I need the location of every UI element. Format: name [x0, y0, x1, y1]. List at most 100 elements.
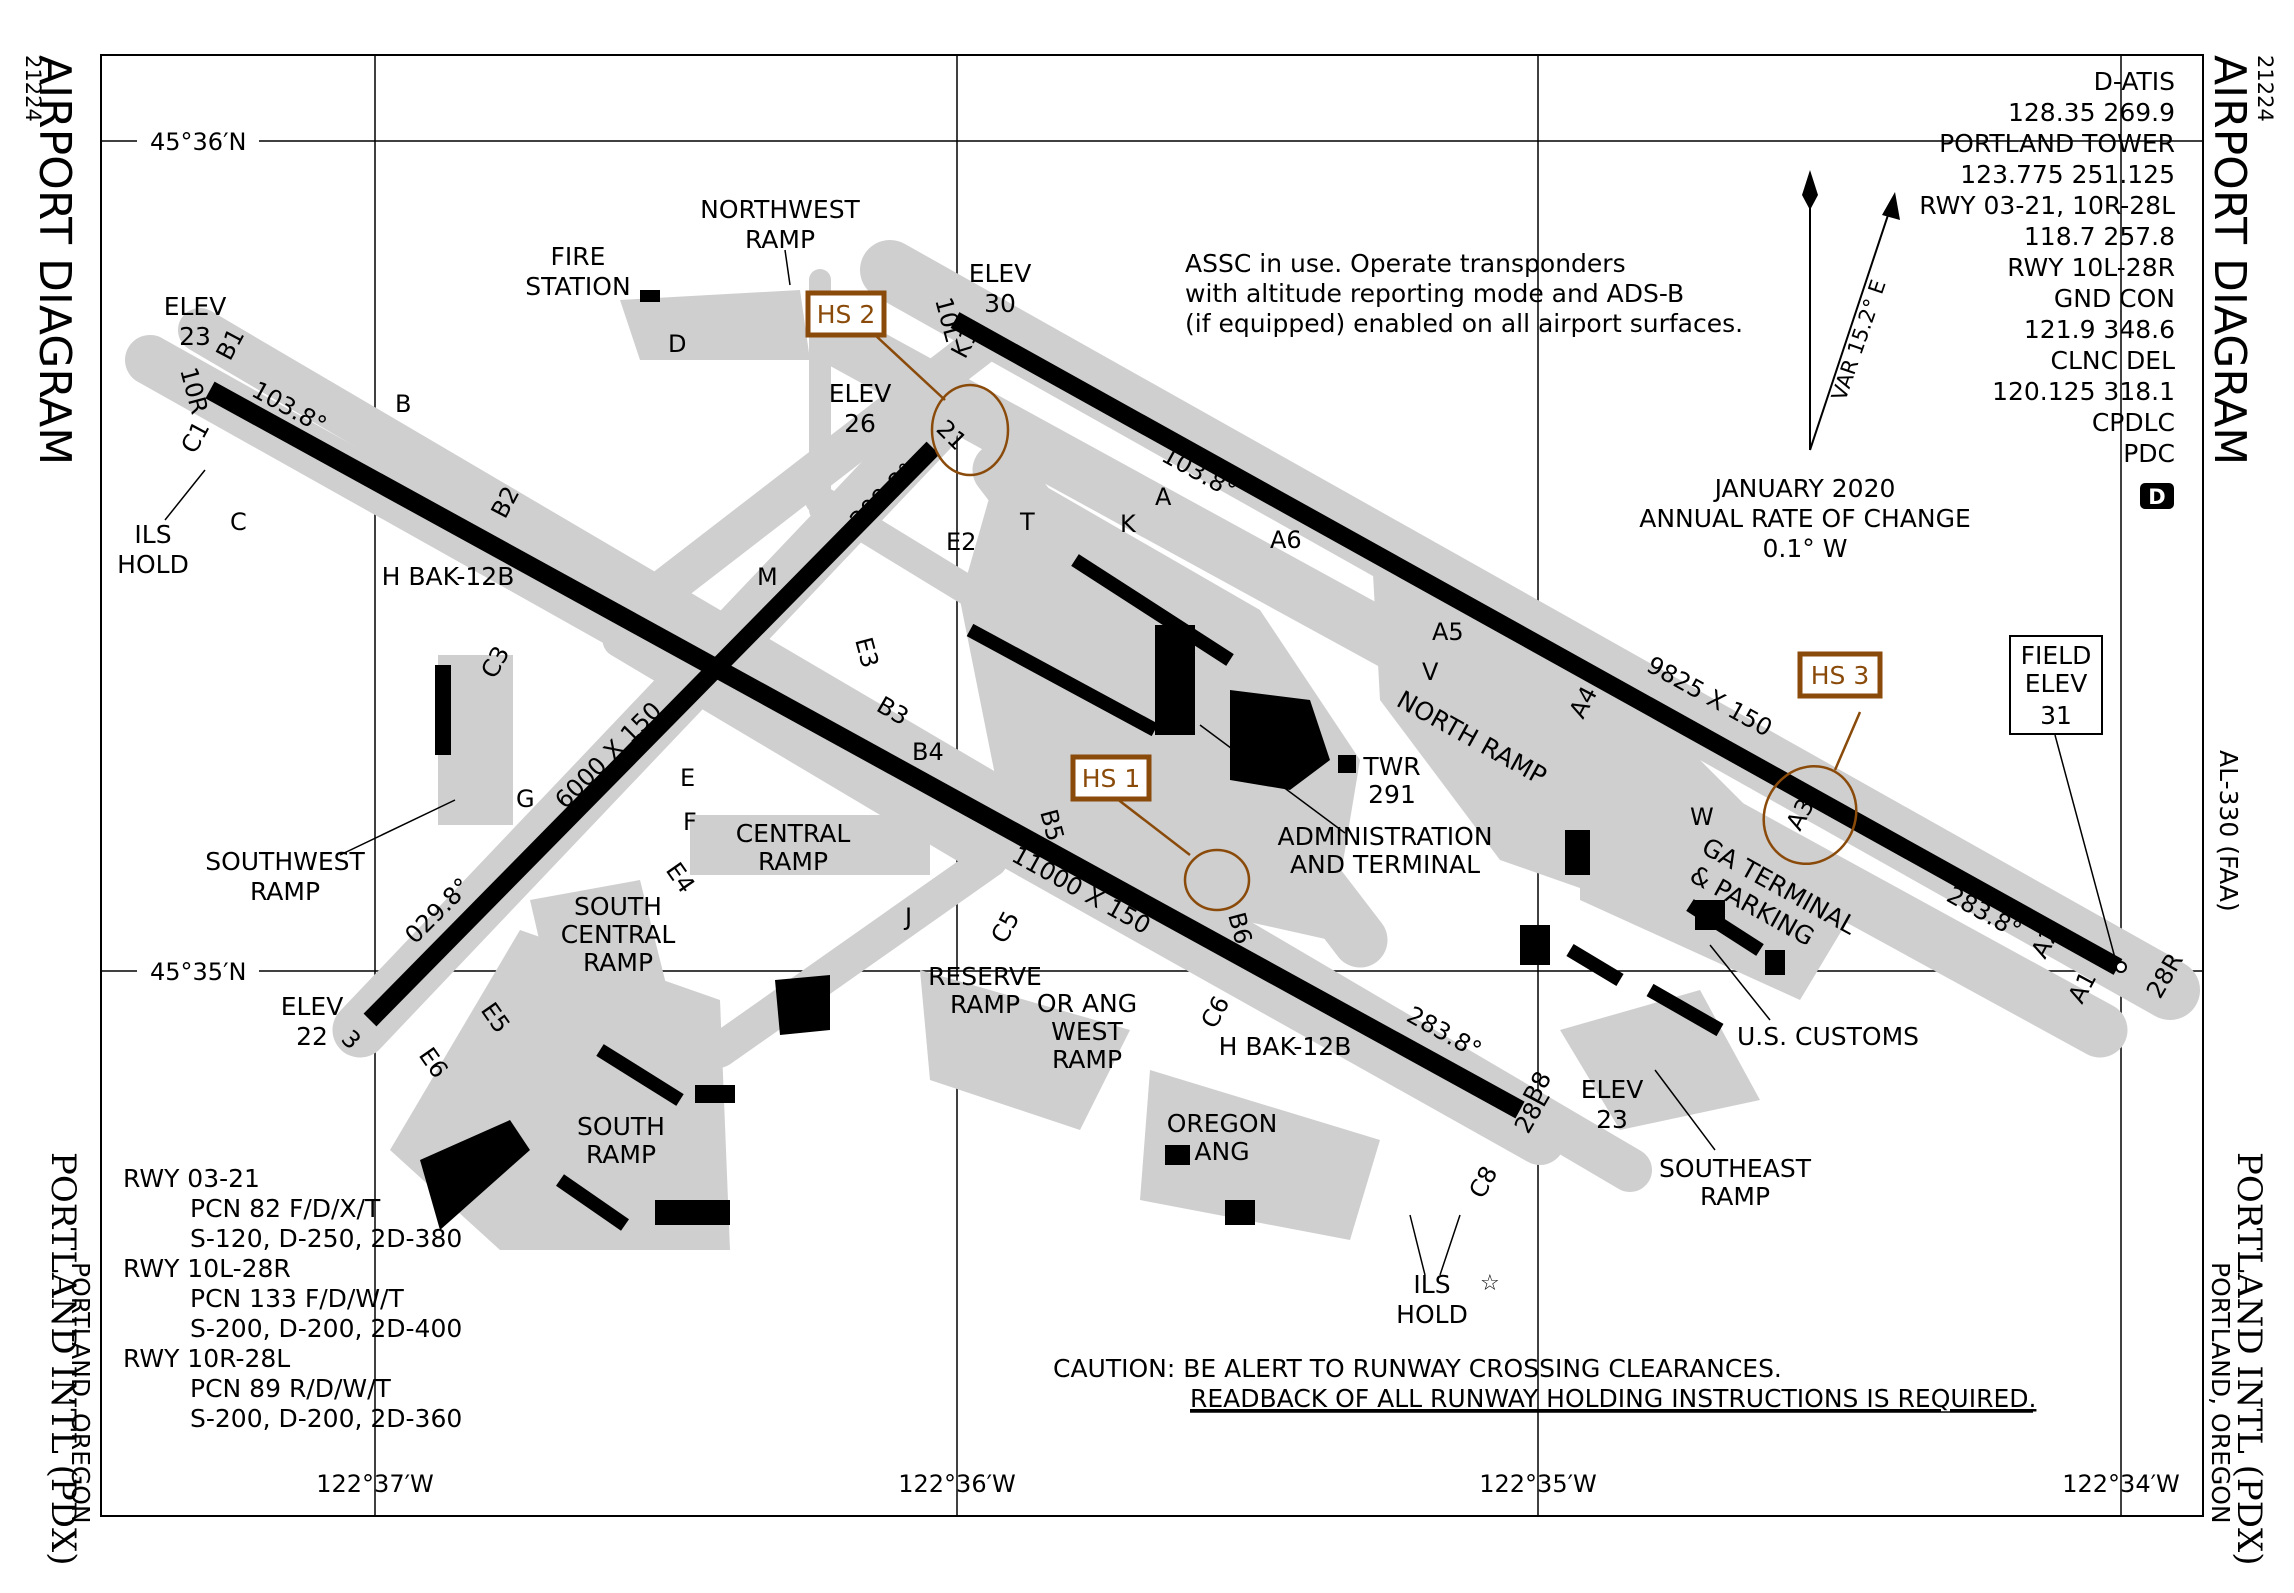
taxiway-e3: E3: [849, 634, 884, 671]
admin-terminal-label-2: AND TERMINAL: [1290, 850, 1480, 879]
reserve-ramp-label-2: RAMP: [950, 990, 1020, 1019]
airport-city-left: PORTLAND, OREGON: [66, 1262, 95, 1524]
fire-station-label-2: STATION: [525, 272, 630, 301]
ils-hold-east-label-2: HOLD: [1396, 1300, 1468, 1329]
pcn-block: RWY 03-21 PCN 82 F/D/X/T S-120, D-250, 2…: [123, 1164, 462, 1433]
taxiway-v: V: [1422, 658, 1439, 686]
elev-21-value: 26: [844, 409, 876, 438]
airport-name-right: PORTLAND INTL (PDX): [2229, 1152, 2269, 1566]
frequency-block: D-ATIS 128.35 269.9 PORTLAND TOWER 123.7…: [1919, 67, 2175, 468]
ils-hold-west-label-1: ILS: [134, 520, 171, 549]
orang-west-label-1: OR ANG: [1037, 989, 1137, 1018]
freq-line-6: 118.7 257.8: [2024, 222, 2175, 251]
notice-line-1: ASSC in use. Operate transponders: [1185, 249, 1626, 278]
orang-west-label-3: RAMP: [1052, 1045, 1122, 1074]
freq-line-12: CPDLC: [2092, 408, 2175, 437]
elev-3-value: 22: [296, 1022, 328, 1051]
taxiway-c: C: [230, 508, 247, 536]
variation-date: JANUARY 2020: [1713, 474, 1896, 503]
elev-28l-label: ELEV: [1581, 1075, 1644, 1104]
nw-ramp-label-1: NORTHWEST: [700, 195, 860, 224]
taxiway-a5: A5: [1432, 618, 1464, 646]
orang-west-label-2: WEST: [1051, 1017, 1123, 1046]
runways: [205, 312, 2123, 1119]
field-elev-value: 31: [2040, 701, 2072, 730]
taxiway-c6: C6: [1196, 991, 1236, 1032]
pcn-rwy-1: RWY 03-21: [123, 1164, 260, 1193]
elev-10l-value: 30: [984, 289, 1016, 318]
airport-city-right: PORTLAND, OREGON: [2206, 1262, 2235, 1524]
runway-end-light: [2115, 961, 2127, 973]
pcn-value-1: PCN 82 F/D/X/T: [190, 1194, 381, 1223]
hbak-east-label: H BAK-12B: [1219, 1032, 1352, 1061]
ils-hold-west-label-2: HOLD: [117, 550, 189, 579]
south-central-label-2: CENTRAL: [561, 920, 676, 949]
taxiway-t: T: [1019, 508, 1035, 536]
taxiway-c5: C5: [986, 906, 1026, 947]
hot-spot-1: HS 1: [1082, 764, 1141, 793]
sw-ramp-label-1: SOUTHWEST: [205, 847, 365, 876]
runway-03-21: [363, 441, 940, 1027]
oregon-ang-label-1: OREGON: [1167, 1109, 1278, 1138]
fire-station-label-1: FIRE: [551, 242, 606, 271]
south-central-label-3: RAMP: [583, 948, 653, 977]
elev-nw-value: 23: [179, 322, 211, 351]
us-customs-label: U.S. CUSTOMS: [1737, 1022, 1919, 1051]
hot-spot-circles: [874, 334, 1862, 912]
runway-10r-28l: [205, 381, 1525, 1119]
taxiway-w: W: [1690, 803, 1714, 831]
freq-line-11: 120.125 318.1: [1992, 377, 2175, 406]
map-frame: [100, 54, 2204, 1517]
pcn-loads-2: S-200, D-200, 2D-400: [190, 1314, 462, 1343]
taxiway-j: J: [903, 903, 912, 931]
se-ramp-label-1: SOUTHEAST: [1659, 1154, 1812, 1183]
freq-line-7: RWY 10L-28R: [2007, 253, 2175, 282]
concourses: [556, 554, 1764, 1231]
airport-name-left: PORTLAND INTL (PDX): [43, 1152, 83, 1566]
variation-rate-title: ANNUAL RATE OF CHANGE: [1639, 504, 1971, 533]
oregon-ang-label-2: ANG: [1194, 1137, 1249, 1166]
variation-rate: 0.1° W: [1763, 534, 1848, 563]
central-ramp-label-1: CENTRAL: [736, 819, 851, 848]
south-ramp-label-1: SOUTH: [577, 1112, 665, 1141]
al-number: AL-330 (FAA): [2214, 750, 2243, 912]
south-central-label-1: SOUTH: [574, 892, 662, 921]
chart-id-right: 21224: [2253, 55, 2277, 122]
pcn-value-2: PCN 133 F/D/W/T: [190, 1284, 404, 1313]
taxiway-a: A: [1155, 483, 1172, 511]
elev-28l-value: 23: [1596, 1105, 1628, 1134]
lon-label-2: 122°36′W: [898, 1470, 1016, 1498]
freq-line-2: 128.35 269.9: [2008, 98, 2175, 127]
taxiway-b4: B4: [912, 738, 944, 766]
tower-label-2: 291: [1368, 780, 1416, 809]
lon-label-3: 122°35′W: [1479, 1470, 1597, 1498]
leader-lines: [164, 249, 2116, 1276]
field-elev-label-2: ELEV: [2025, 669, 2088, 698]
freq-line-13: PDC: [2123, 439, 2175, 468]
cpdlc-badge: D: [2148, 485, 2165, 509]
freq-line-9: 121.9 348.6: [2024, 315, 2175, 344]
pcn-loads-1: S-120, D-250, 2D-380: [190, 1224, 462, 1253]
taxiway-m: M: [757, 563, 778, 591]
reserve-ramp-label-1: RESERVE: [928, 962, 1042, 991]
hot-spot-2: HS 2: [817, 300, 876, 329]
taxiway-c8: C8: [1464, 1161, 1504, 1202]
taxiway-e: E: [680, 764, 695, 792]
title-right: AIRPORT DIAGRAM: [2204, 55, 2255, 465]
taxiway-f: F: [683, 808, 697, 836]
freq-line-1: D-ATIS: [2094, 67, 2175, 96]
notice-line-2: with altitude reporting mode and ADS-B: [1185, 279, 1684, 308]
se-ramp-label-2: RAMP: [1700, 1182, 1770, 1211]
central-ramp-label-2: RAMP: [758, 847, 828, 876]
lon-label-4: 122°34′W: [2062, 1470, 2180, 1498]
taxiway-g: G: [516, 785, 535, 813]
taxiway-a6: A6: [1270, 526, 1302, 554]
freq-line-8: GND CON: [2054, 284, 2175, 313]
pcn-rwy-2: RWY 10L-28R: [123, 1254, 291, 1283]
caution-line-1: CAUTION: BE ALERT TO RUNWAY CROSSING CLE…: [1053, 1354, 1782, 1383]
admin-terminal-label-1: ADMINISTRATION: [1277, 822, 1492, 851]
elev-10l-label: ELEV: [969, 259, 1032, 288]
taxiway-c1: C1: [176, 416, 216, 457]
chart-id-left: 21224: [21, 55, 45, 122]
lat-top-label: 45°36′N: [150, 128, 246, 156]
